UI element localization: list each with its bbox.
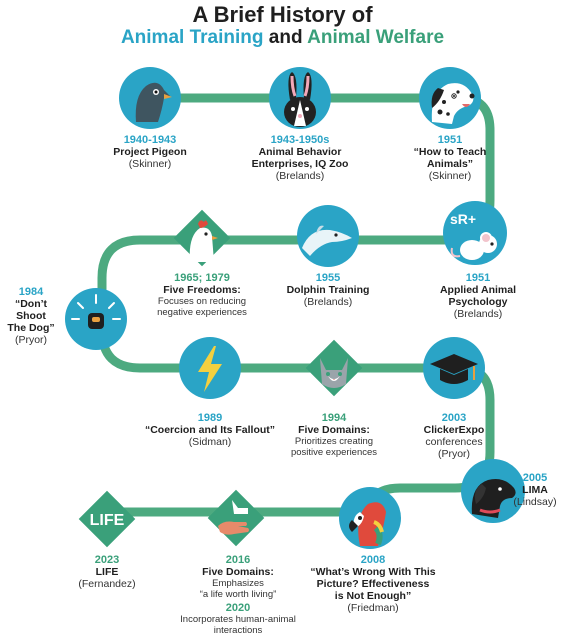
event-teach: 1951 “How to Teach Animals” (Skinner) bbox=[400, 134, 500, 182]
sr-plus-badge: sR+ bbox=[450, 211, 476, 227]
event-name: LIFE bbox=[95, 566, 119, 578]
event-freedoms: 1965; 1979 Five Freedoms: Focuses on red… bbox=[140, 272, 264, 318]
event-author: (Brelands) bbox=[275, 170, 325, 182]
event-year: 1951 bbox=[437, 134, 463, 146]
event-name: LIMA bbox=[522, 484, 548, 496]
hand-paw-icon bbox=[207, 489, 265, 547]
event-name: Psychology bbox=[448, 296, 508, 308]
dalmatian-icon bbox=[419, 67, 481, 129]
event-year: 2016 bbox=[225, 554, 251, 566]
event-life: 2023 LIFE (Fernandez) bbox=[60, 554, 154, 590]
event-year: 2005 bbox=[522, 472, 548, 484]
event-year: 1994 bbox=[321, 412, 347, 424]
event-pigeon: 1940-1943 Project Pigeon (Skinner) bbox=[100, 134, 200, 170]
event-author: (Skinner) bbox=[428, 170, 472, 182]
subtitle-training: Animal Training bbox=[120, 27, 264, 48]
event-author: (Brelands) bbox=[453, 308, 503, 320]
event-name: Animals” bbox=[426, 158, 474, 170]
subtitle-welfare: Animal Welfare bbox=[307, 27, 445, 48]
event-author: (Skinner) bbox=[128, 158, 172, 170]
pigeon-icon bbox=[119, 67, 181, 129]
clicker-icon bbox=[65, 288, 127, 350]
event-name: ClickerExpo bbox=[423, 424, 485, 436]
event-year: 1984 bbox=[18, 286, 44, 298]
event-year: 1965; 1979 bbox=[174, 272, 230, 284]
event-year: 1943-1950s bbox=[270, 134, 330, 146]
event-name: Animal Behavior bbox=[258, 146, 342, 158]
graduation-cap-icon bbox=[423, 337, 485, 399]
event-description: negative experiences bbox=[157, 307, 247, 318]
cat-icon bbox=[305, 339, 363, 397]
event-name: “What’s Wrong With This bbox=[310, 566, 436, 578]
event-abe: 1943-1950s Animal Behavior Enterprises, … bbox=[240, 134, 360, 182]
event-domains-1994: 1994 Five Domains: Prioritizes creating … bbox=[276, 412, 392, 458]
event-description: Emphasizes bbox=[212, 578, 264, 589]
event-name: “Don’t Shoot bbox=[14, 298, 48, 322]
event-name: Five Domains: bbox=[202, 566, 274, 578]
event-author: (Pryor) bbox=[14, 334, 48, 346]
chicken-icon bbox=[173, 209, 231, 267]
event-year: 1951 bbox=[465, 272, 491, 284]
lightning-icon bbox=[179, 337, 241, 399]
event-name: Applied Animal bbox=[439, 284, 517, 296]
event-year: 1989 bbox=[197, 412, 223, 424]
event-name: “Coercion and Its Fallout” bbox=[144, 424, 276, 436]
event-year-2020: 2020 bbox=[225, 602, 251, 614]
event-author: (Friedman) bbox=[347, 602, 399, 614]
event-name: Five Freedoms: bbox=[163, 284, 241, 296]
event-parrot: 2008 “What’s Wrong With This Picture? Ef… bbox=[298, 554, 448, 614]
event-name: “How to Teach bbox=[413, 146, 487, 158]
event-author: (Pryor) bbox=[437, 448, 471, 460]
event-psych: 1951 Applied Animal Psychology (Brelands… bbox=[428, 272, 528, 320]
rabbit-icon bbox=[269, 67, 331, 129]
event-clicker: 2003 ClickerExpo conferences (Pryor) bbox=[404, 412, 504, 460]
event-name: The Dog” bbox=[7, 322, 55, 334]
page-title: A Brief History of bbox=[192, 2, 373, 27]
event-author: (Brelands) bbox=[303, 296, 353, 308]
parrot-icon bbox=[339, 487, 401, 549]
event-description: “a life worth living” bbox=[199, 589, 277, 600]
event-name: Project Pigeon bbox=[113, 146, 187, 158]
rat-icon: sR+ bbox=[443, 201, 507, 265]
event-year: 2003 bbox=[441, 412, 467, 424]
event-description: positive experiences bbox=[290, 447, 378, 458]
event-coercion: 1989 “Coercion and Its Fallout” (Sidman) bbox=[130, 412, 290, 448]
subtitle-and: and bbox=[268, 27, 303, 48]
event-year: 2023 bbox=[94, 554, 120, 566]
black-lab-icon bbox=[461, 459, 525, 523]
event-author: (Fernandez) bbox=[78, 578, 136, 590]
event-description: Focuses on reducing bbox=[157, 296, 247, 307]
event-year: 1955 bbox=[315, 272, 341, 284]
event-name: Dolphin Training bbox=[286, 284, 370, 296]
event-name: Picture? Effectiveness bbox=[316, 578, 430, 590]
event-name: Enterprises, IQ Zoo bbox=[251, 158, 349, 170]
event-author: (Lindsay) bbox=[513, 496, 557, 508]
event-dog: 1984 “Don’t Shoot The Dog” (Pryor) bbox=[0, 286, 62, 346]
event-year: 1940-1943 bbox=[123, 134, 177, 146]
event-description: Incorporates human-animal bbox=[180, 614, 296, 625]
event-domains-2016: 2016 Five Domains: Emphasizes “a life wo… bbox=[170, 554, 306, 636]
life-badge-text: LIFE bbox=[90, 512, 125, 529]
event-dolphin: 1955 Dolphin Training (Brelands) bbox=[278, 272, 378, 308]
dolphin-icon bbox=[297, 205, 359, 267]
event-name: is Not Enough” bbox=[334, 590, 412, 602]
page-subtitle: Animal Training and Animal Welfare bbox=[0, 27, 565, 49]
event-description: Prioritizes creating bbox=[294, 436, 374, 447]
life-badge-icon: LIFE bbox=[78, 490, 136, 548]
event-year: 2008 bbox=[360, 554, 386, 566]
event-subtitle: conferences bbox=[425, 436, 483, 448]
event-lima: 2005 LIMA (Lindsay) bbox=[506, 472, 564, 508]
event-author: (Sidman) bbox=[188, 436, 232, 448]
event-description: interactions bbox=[213, 625, 263, 636]
event-name: Five Domains: bbox=[298, 424, 370, 436]
